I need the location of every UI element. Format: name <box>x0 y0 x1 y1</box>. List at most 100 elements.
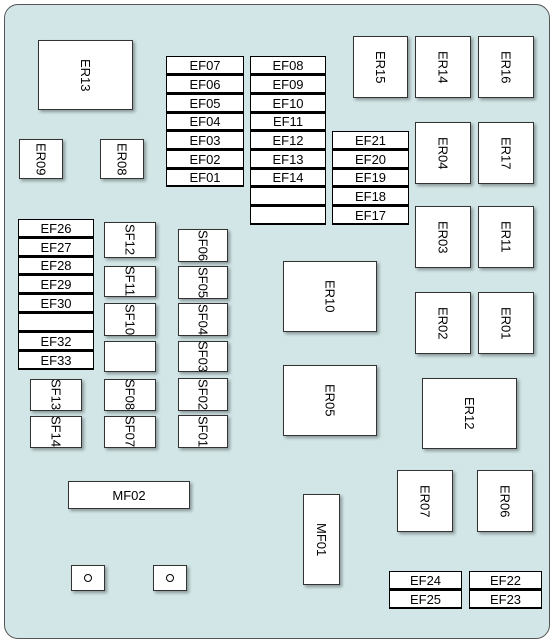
relay-er03-label: ER03 <box>435 220 451 254</box>
fuse-slot-empty-1 <box>250 187 326 206</box>
fuse-sf05: SF05 <box>178 266 228 299</box>
relay-er02-label: ER02 <box>435 306 451 340</box>
fuse-mf02-label: MF02 <box>112 487 146 503</box>
fuse-ef04: EF04 <box>166 113 244 131</box>
fuse-sf01-label: SF01 <box>195 415 211 448</box>
fuse-ef02: EF02 <box>166 150 244 169</box>
relay-er01-label: ER01 <box>498 306 514 340</box>
fuse-sf04-label: SF04 <box>195 303 211 336</box>
fuse-ef04-label: EF04 <box>189 114 221 129</box>
fuse-sf13: SF13 <box>30 379 82 411</box>
fuse-ef08-label: EF08 <box>272 57 304 73</box>
fuse-ef06: EF06 <box>166 75 244 94</box>
fuse-sf10-label: SF10 <box>122 303 138 336</box>
relay-er04-label: ER04 <box>435 136 451 170</box>
fuse-sf11: SF11 <box>104 266 156 297</box>
fuse-ef03-label: EF03 <box>189 132 221 148</box>
fuse-ef05: EF05 <box>166 94 244 113</box>
fuse-ef17-label: EF17 <box>354 207 387 223</box>
fuse-ef21-label: EF21 <box>354 132 387 148</box>
relay-er12-label: ER12 <box>462 397 477 430</box>
fuse-ef18: EF18 <box>332 187 409 206</box>
fuse-ef29-label: EF29 <box>40 276 72 292</box>
fuse-ef10: EF10 <box>250 94 326 113</box>
relay-er11: ER11 <box>478 206 534 268</box>
fuse-sf07-label: SF07 <box>122 416 138 448</box>
fuse-ef29: EF29 <box>18 275 94 294</box>
fuse-ef12: EF12 <box>250 131 326 150</box>
fuse-ef32-label: EF32 <box>40 333 72 349</box>
fuse-sf14: SF14 <box>30 416 82 448</box>
fuse-ef22: EF22 <box>469 571 542 590</box>
relay-er17: ER17 <box>478 122 534 184</box>
fuse-ef28-label: EF28 <box>40 258 72 273</box>
fuse-ef13: EF13 <box>250 150 326 169</box>
relay-er09-label: ER09 <box>33 142 49 176</box>
fuse-sf03-label: SF03 <box>195 340 211 373</box>
fuse-ef01-label: EF01 <box>189 170 221 185</box>
fuse-ef03: EF03 <box>166 131 244 150</box>
fuse-ef23-label: EF23 <box>489 591 522 607</box>
fuse-ef24-label: EF24 <box>409 572 442 588</box>
fuse-ef27-label: EF27 <box>40 239 72 255</box>
relay-er11-label: ER11 <box>498 221 514 253</box>
fuse-slot-empty-4 <box>104 341 156 372</box>
fuse-ef05-label: EF05 <box>189 95 221 111</box>
relay-er10-label: ER10 <box>322 280 338 313</box>
relay-er04: ER04 <box>415 122 471 184</box>
fuse-ef17: EF17 <box>332 206 409 225</box>
fuse-sf02: SF02 <box>178 378 228 411</box>
fuse-sf01: SF01 <box>178 415 228 448</box>
fuse-ef28: EF28 <box>18 257 94 275</box>
fuse-sf06: SF06 <box>178 229 228 262</box>
relay-er08: ER08 <box>100 139 144 179</box>
fuse-sf08: SF08 <box>104 379 156 411</box>
relay-er10: ER10 <box>283 261 377 332</box>
relay-er07: ER07 <box>397 470 453 532</box>
relay-er06: ER06 <box>477 470 533 532</box>
relay-er13-label: ER13 <box>78 58 93 92</box>
fuse-ef30: EF30 <box>18 294 94 313</box>
fuse-ef30-label: EF30 <box>40 295 72 311</box>
fuse-ef13-label: EF13 <box>272 151 304 167</box>
relay-er01: ER01 <box>478 292 534 354</box>
fuse-ef25: EF25 <box>389 590 462 609</box>
fuse-ef22-label: EF22 <box>489 572 522 588</box>
fuse-ef20: EF20 <box>332 150 409 169</box>
relay-er02: ER02 <box>415 292 471 354</box>
fuse-ef26: EF26 <box>18 219 94 238</box>
fuse-ef12-label: EF12 <box>272 132 304 148</box>
fuse-ef02-label: EF02 <box>189 151 221 167</box>
relay-er14: ER14 <box>415 36 471 98</box>
fuse-ef14: EF14 <box>250 169 326 187</box>
fuse-ef33-label: EF33 <box>40 352 72 368</box>
fuse-sf13-label: SF13 <box>48 379 64 411</box>
fuse-ef33: EF33 <box>18 351 94 370</box>
fuse-sf06-label: SF06 <box>195 229 211 262</box>
fuse-sf07: SF07 <box>104 416 156 448</box>
fuse-mf02: MF02 <box>68 481 190 509</box>
fuse-ef25-label: EF25 <box>409 591 442 607</box>
fuse-ef24: EF24 <box>389 571 462 590</box>
fuse-ef26-label: EF26 <box>40 220 72 236</box>
relay-er05-label: ER05 <box>322 384 338 417</box>
relay-er15-label: ER15 <box>373 50 388 84</box>
relay-er13: ER13 <box>38 40 133 110</box>
fuse-mf01: MF01 <box>303 494 340 585</box>
relay-er08-label: ER08 <box>114 142 130 176</box>
relay-er14-label: ER14 <box>435 50 451 84</box>
fuse-slot-empty-3 <box>18 313 94 332</box>
fuse-slot-empty-2 <box>250 206 326 225</box>
fuse-ef07: EF07 <box>166 56 244 75</box>
relay-er16-label: ER16 <box>498 50 514 84</box>
fuse-mf01-label: MF01 <box>314 522 329 557</box>
fuse-sf04: SF04 <box>178 303 228 336</box>
fuse-sf12-label: SF12 <box>122 224 138 256</box>
fuse-ef23: EF23 <box>469 590 542 609</box>
fuse-sf02-label: SF02 <box>195 378 211 411</box>
fuse-sf08-label: SF08 <box>122 379 138 411</box>
fuse-ef09-label: EF09 <box>272 76 304 92</box>
fuse-ef19: EF19 <box>332 169 409 187</box>
fuse-ef20-label: EF20 <box>354 151 387 167</box>
